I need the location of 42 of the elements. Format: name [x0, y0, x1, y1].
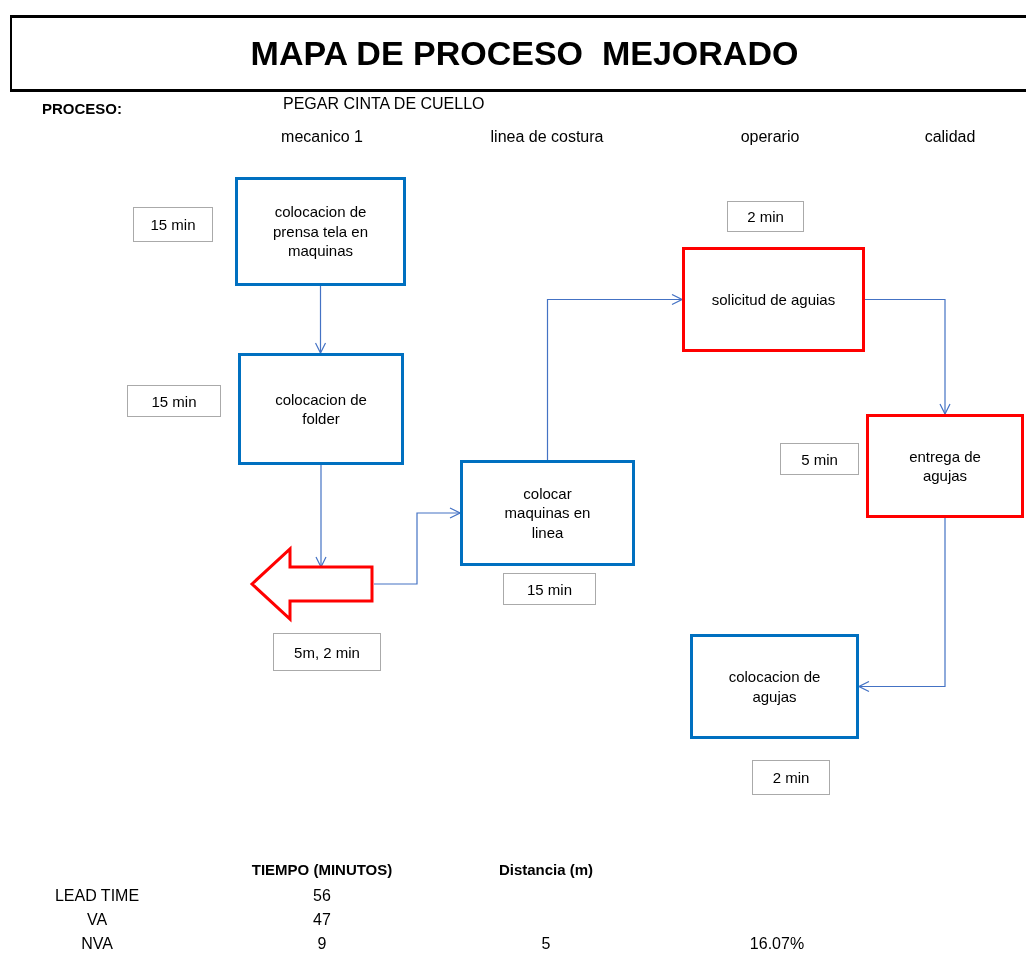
duration-label: 2 min	[727, 201, 804, 232]
step-text: entrega de agujas	[908, 446, 982, 486]
duration-label: 15 min	[127, 385, 221, 417]
step-text: colocar maquinas en linea	[503, 483, 592, 543]
row-label: NVA	[81, 935, 113, 953]
process-box	[690, 634, 859, 739]
arrow	[864, 298, 951, 415]
duration-label: 5 min	[780, 443, 859, 475]
process-box	[238, 353, 404, 465]
step-text: solicitud de aguias	[711, 289, 836, 310]
table-value: 47	[313, 911, 331, 929]
arrow	[858, 517, 946, 693]
process-name: PEGAR CINTA DE CUELLO	[283, 95, 485, 113]
duration-label: 2 min	[752, 760, 830, 795]
table-header: TIEMPO (MINUTOS)	[251, 861, 393, 878]
step-text: colocacion de prensa tela en maquinas	[271, 202, 370, 261]
row-label: VA	[86, 911, 108, 929]
non-value-step-box	[682, 247, 865, 352]
column-header: operario	[740, 128, 800, 146]
non-value-step-box	[866, 414, 1024, 518]
duration-label: 5m, 2 min	[273, 633, 381, 671]
arrow	[314, 285, 327, 354]
transport-arrow	[250, 547, 374, 621]
table-value: 16.07%	[749, 935, 805, 953]
process-box	[460, 460, 635, 566]
column-header: calidad	[924, 128, 976, 146]
duration-label: 15 min	[133, 207, 213, 242]
title-banner: MAPA DE PROCESO MEJORADO	[10, 15, 1026, 92]
row-label: LEAD TIME	[54, 887, 140, 905]
step-text: colocacion de folder	[275, 389, 367, 429]
column-header: linea de costura	[490, 128, 604, 146]
table-value: 5	[541, 935, 551, 953]
arrow	[373, 507, 461, 585]
process-box	[235, 177, 406, 286]
step-text: colocacion de agujas	[727, 667, 822, 706]
column-header: mecanico 1	[281, 128, 363, 146]
table-header: Distancia (m)	[498, 861, 594, 878]
arrow	[546, 293, 683, 461]
table-value: 56	[313, 887, 331, 905]
duration-label: 15 min	[503, 573, 596, 605]
process-label: PROCESO:	[42, 100, 122, 117]
table-value: 9	[317, 935, 327, 953]
